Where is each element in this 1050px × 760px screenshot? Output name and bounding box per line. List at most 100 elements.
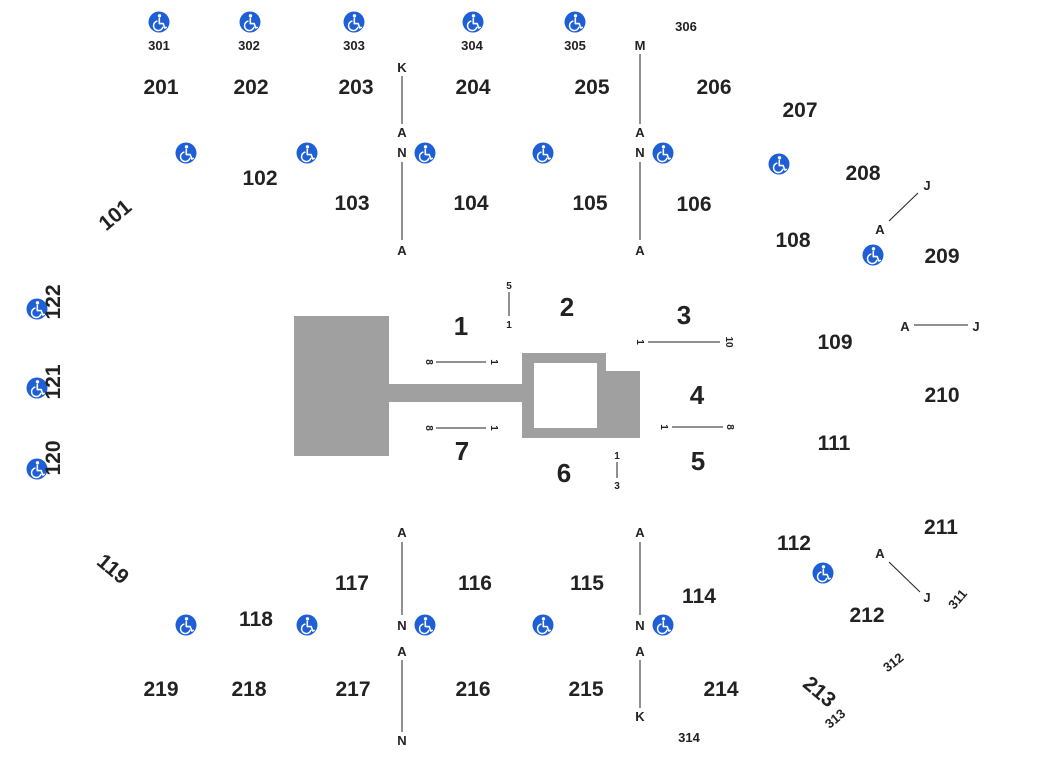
- row-label-n: N: [635, 618, 644, 633]
- section-floor-7[interactable]: 7: [455, 436, 469, 466]
- wheelchair-accessible-icon: [768, 153, 790, 175]
- floor-seat-numbers: 8 1 8 1 1 10 1 8 5 1 1 3: [423, 281, 735, 492]
- seat-number: 8: [423, 425, 434, 431]
- row-label-a: A: [397, 243, 407, 258]
- stage-main-block: [294, 316, 389, 456]
- floor-sections: 1 2 3 4 5 6 7: [454, 292, 705, 488]
- section-112[interactable]: 112: [777, 532, 811, 555]
- section-205[interactable]: 205: [574, 76, 609, 99]
- section-floor-3[interactable]: 3: [677, 300, 691, 330]
- section-120[interactable]: 120: [42, 440, 65, 475]
- section-105[interactable]: 105: [572, 192, 607, 215]
- stage: [294, 316, 640, 456]
- stage-runway: [389, 384, 522, 402]
- section-103[interactable]: 103: [334, 192, 369, 215]
- row-labels: K A N A M A N A J A A J A J A N A N A N …: [397, 38, 979, 748]
- section-208[interactable]: 208: [845, 162, 880, 185]
- wheelchair-accessible-icon: [652, 142, 674, 164]
- section-311[interactable]: 311: [945, 586, 970, 612]
- section-109[interactable]: 109: [817, 331, 852, 354]
- seat-number: 1: [488, 359, 499, 365]
- wheelchair-accessible-icon: [652, 614, 674, 636]
- section-216[interactable]: 216: [455, 678, 490, 701]
- section-104[interactable]: 104: [453, 192, 488, 215]
- seat-number: 8: [423, 359, 434, 365]
- section-122[interactable]: 122: [42, 284, 65, 319]
- wheelchair-accessible-icon: [564, 11, 586, 33]
- section-114[interactable]: 114: [682, 585, 716, 608]
- section-218[interactable]: 218: [231, 678, 266, 701]
- section-305[interactable]: 305: [564, 38, 586, 53]
- seat-number: 8: [724, 424, 735, 430]
- section-117[interactable]: 117: [335, 572, 369, 595]
- row-label-a: A: [875, 222, 885, 237]
- section-314[interactable]: 314: [678, 730, 700, 745]
- row-label-j: J: [923, 178, 930, 193]
- row-label-j: J: [923, 590, 930, 605]
- seat-number: 1: [658, 424, 669, 430]
- section-303[interactable]: 303: [343, 38, 365, 53]
- seat-number: 10: [723, 336, 734, 348]
- wheelchair-accessible-icon: [462, 11, 484, 33]
- wheelchair-accessible-icon: [175, 142, 197, 164]
- section-217[interactable]: 217: [335, 678, 370, 701]
- section-119[interactable]: 119: [92, 550, 133, 589]
- section-301[interactable]: 301: [148, 38, 170, 53]
- section-115[interactable]: 115: [570, 572, 604, 595]
- section-214[interactable]: 214: [703, 678, 738, 701]
- section-219[interactable]: 219: [143, 678, 178, 701]
- section-209[interactable]: 209: [924, 245, 959, 268]
- section-102[interactable]: 102: [242, 167, 277, 190]
- section-121[interactable]: 121: [42, 364, 65, 399]
- wheelchair-accessible-icon: [148, 11, 170, 33]
- seat-number: 1: [506, 320, 512, 331]
- wheelchair-accessible-icon: [343, 11, 365, 33]
- section-312[interactable]: 312: [880, 650, 906, 675]
- section-floor-2[interactable]: 2: [560, 292, 574, 322]
- section-101[interactable]: 101: [95, 195, 137, 235]
- section-204[interactable]: 204: [455, 76, 490, 99]
- row-label-a: A: [397, 125, 407, 140]
- section-106[interactable]: 106: [676, 193, 711, 216]
- row-label-a: A: [635, 525, 645, 540]
- section-306[interactable]: 306: [675, 19, 697, 34]
- section-floor-6[interactable]: 6: [557, 458, 571, 488]
- section-108[interactable]: 108: [775, 229, 810, 252]
- section-206[interactable]: 206: [696, 76, 731, 99]
- row-label-a: A: [635, 125, 645, 140]
- section-203[interactable]: 203: [338, 76, 373, 99]
- section-215[interactable]: 215: [568, 678, 603, 701]
- section-211[interactable]: 211: [924, 516, 958, 539]
- wheelchair-accessible-icon: [296, 142, 318, 164]
- seat-number: 5: [506, 281, 512, 292]
- row-label-a: A: [635, 243, 645, 258]
- section-111[interactable]: 111: [818, 432, 851, 455]
- section-212[interactable]: 212: [849, 604, 884, 627]
- stage-center-platform: [522, 353, 640, 438]
- section-202[interactable]: 202: [233, 76, 268, 99]
- section-210[interactable]: 210: [924, 384, 959, 407]
- section-302[interactable]: 302: [238, 38, 260, 53]
- section-floor-1[interactable]: 1: [454, 311, 468, 341]
- seat-number: 1: [614, 451, 620, 462]
- wheelchair-accessible-icon: [239, 11, 261, 33]
- section-118[interactable]: 118: [239, 608, 273, 631]
- section-201[interactable]: 201: [143, 76, 178, 99]
- row-label-a: A: [397, 644, 407, 659]
- row-label-n: N: [397, 733, 406, 748]
- section-207[interactable]: 207: [782, 99, 817, 122]
- section-116[interactable]: 116: [458, 572, 492, 595]
- row-label-a: A: [900, 319, 910, 334]
- section-floor-4[interactable]: 4: [690, 380, 705, 410]
- seat-number: 3: [614, 481, 620, 492]
- seat-number: 1: [488, 425, 499, 431]
- row-label-m: M: [635, 38, 646, 53]
- row-label-k: K: [397, 60, 407, 75]
- row-label-a: A: [875, 546, 885, 561]
- section-304[interactable]: 304: [461, 38, 483, 53]
- section-floor-5[interactable]: 5: [691, 446, 705, 476]
- row-marker-lines: [401, 54, 968, 732]
- section-213[interactable]: 213: [798, 672, 840, 712]
